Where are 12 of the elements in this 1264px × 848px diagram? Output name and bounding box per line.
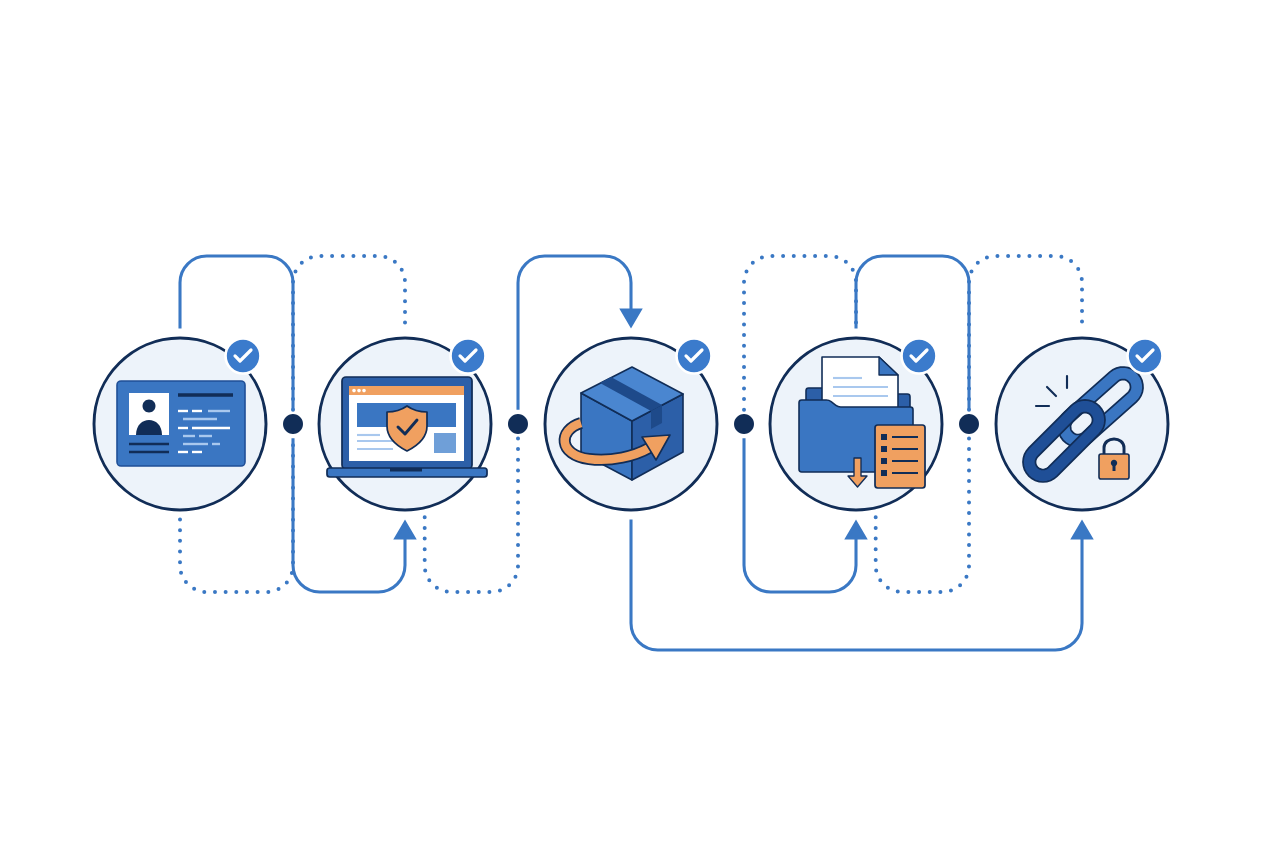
junction-dot	[959, 414, 979, 434]
junction-dot	[283, 414, 303, 434]
dotted-line	[967, 254, 1084, 412]
dotted-line	[742, 254, 858, 412]
arrow	[516, 254, 643, 410]
connector-line	[854, 254, 971, 410]
connector-line	[178, 254, 295, 410]
dotted-line	[422, 436, 520, 594]
junction-dot	[734, 414, 754, 434]
dotted-line	[291, 254, 407, 412]
dotted-line	[873, 436, 971, 594]
junction-dot	[508, 414, 528, 434]
